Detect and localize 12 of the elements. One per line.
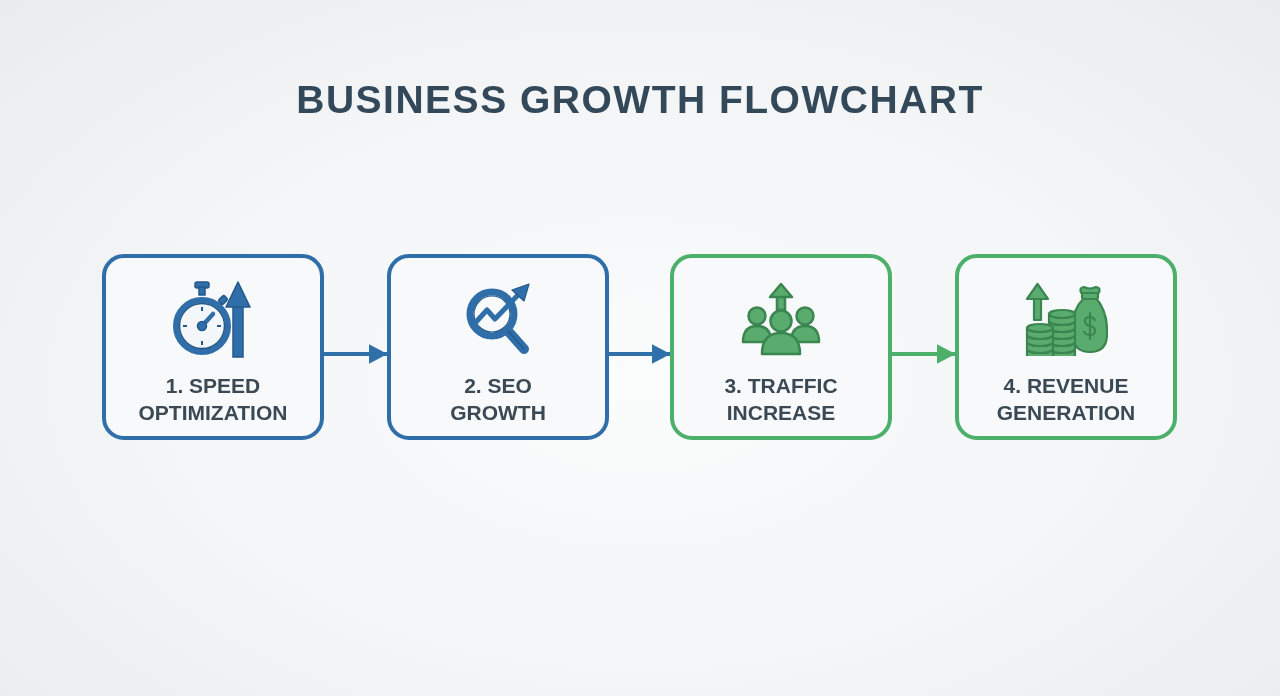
arrow <box>892 344 956 364</box>
diagram-title: BUSINESS GROWTH FLOWCHART <box>296 77 984 123</box>
step-label: 2. SEO GROWTH <box>449 373 547 426</box>
process-box <box>955 254 1177 440</box>
process-box <box>102 254 324 440</box>
step-label: 1. SPEED OPTIMIZATION <box>137 373 289 426</box>
process-box <box>387 254 609 440</box>
process-box <box>670 254 892 440</box>
arrow <box>324 344 388 364</box>
step-label: 3. TRAFFIC INCREASE <box>723 373 839 426</box>
arrow <box>609 344 671 364</box>
step-label: 4. REVENUE GENERATION <box>995 373 1137 426</box>
